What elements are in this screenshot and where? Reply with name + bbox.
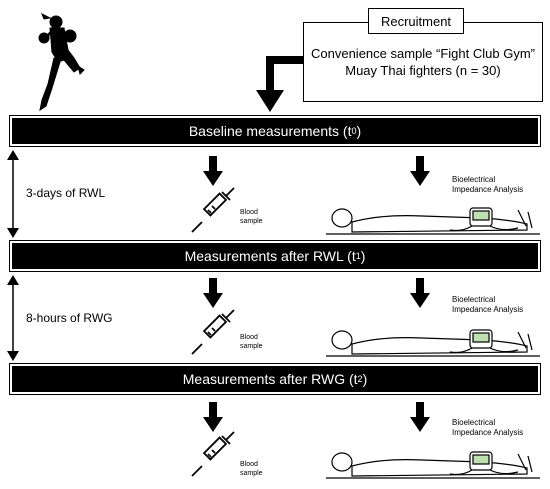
bia-label-1-line2: Impedance Analysis — [452, 185, 524, 194]
down-arrow-blood-2 — [203, 278, 223, 308]
interval-arrow-rwl — [7, 150, 19, 238]
interval-arrow-rwg — [7, 275, 19, 361]
baseline-subscript: 0 — [351, 126, 357, 136]
bia-label-2: Bioelectrical Impedance Analysis — [452, 295, 523, 315]
rwg-label: Measurements after RWG (t — [182, 371, 358, 387]
baseline-label: Baseline measurements (t — [188, 123, 352, 139]
rwl-suffix: ) — [360, 248, 366, 264]
blood-sample-label-2: Blood sample — [240, 333, 263, 351]
bia-label-2-line1: Bioelectrical — [452, 295, 496, 304]
blood-label-1-line2: sample — [240, 218, 263, 225]
bia-label-3-line1: Bioelectrical — [452, 418, 496, 427]
blood-sample-label-1: Blood sample — [240, 208, 263, 226]
rwl-label: Measurements after RWL (t — [184, 248, 356, 264]
down-arrow-blood-3 — [203, 402, 223, 432]
recruitment-line-1: Convenience sample “Fight Club Gym” — [311, 46, 535, 61]
recruitment-description: Convenience sample “Fight Club Gym” Muay… — [303, 45, 543, 79]
bia-label-1: Bioelectrical Impedance Analysis — [452, 175, 523, 195]
syringe-icon-1 — [191, 187, 235, 233]
blood-label-3-line2: sample — [240, 470, 263, 477]
blood-sample-label-3: Blood sample — [240, 460, 263, 478]
rwg-suffix: ) — [362, 371, 368, 387]
muay-thai-fighter-icon — [38, 12, 85, 112]
recruitment-arrow — [256, 56, 303, 112]
recruitment-line-2: Muay Thai fighters (n = 30) — [345, 63, 501, 78]
interval-label-rwl: 3-days of RWL — [26, 186, 106, 200]
bia-label-2-line2: Impedance Analysis — [452, 305, 524, 314]
down-arrow-bia-2 — [410, 278, 430, 308]
down-arrow-blood-1 — [203, 156, 223, 186]
lying-person-bia-icon-1 — [326, 207, 540, 235]
recruitment-box — [303, 22, 543, 102]
rwl-subscript: 1 — [355, 251, 361, 261]
blood-label-2-line2: sample — [240, 343, 263, 350]
syringe-icon-2 — [191, 309, 235, 355]
syringe-icon-3 — [191, 431, 235, 477]
rwg-subscript: 2 — [357, 374, 363, 384]
lying-person-bia-icon-2 — [326, 329, 540, 357]
baseline-suffix: ) — [356, 123, 362, 139]
down-arrow-bia-3 — [410, 402, 430, 432]
blood-label-2-line1: Blood — [240, 334, 258, 341]
down-arrow-bia-1 — [410, 156, 430, 186]
bia-label-3-line2: Impedance Analysis — [452, 428, 524, 437]
blood-label-3-line1: Blood — [240, 461, 258, 468]
bia-label-1-line1: Bioelectrical — [452, 175, 496, 184]
lying-person-bia-icon-3 — [326, 451, 540, 479]
interval-label-rwg: 8-hours of RWG — [26, 311, 113, 325]
recruitment-tab: Recruitment — [368, 8, 464, 34]
blood-label-1-line1: Blood — [240, 209, 258, 216]
bia-label-3: Bioelectrical Impedance Analysis — [452, 418, 523, 438]
